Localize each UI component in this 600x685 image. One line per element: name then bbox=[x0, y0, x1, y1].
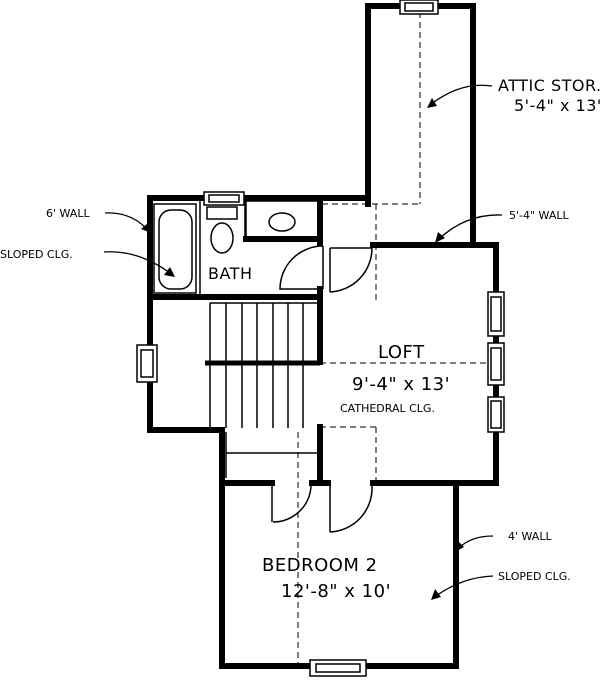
bedroom-dimensions: 12'-8" x 10' bbox=[281, 581, 391, 602]
annotation-arrows bbox=[103, 84, 503, 600]
loft-label: LOFT bbox=[378, 342, 425, 363]
vanity-sink bbox=[245, 200, 319, 238]
attic-title: ATTIC STOR. bbox=[498, 76, 600, 95]
wall-6-label: 6' WALL bbox=[46, 207, 90, 220]
loft-dimensions: 9'-4" x 13' bbox=[352, 374, 450, 395]
attic-dimensions: 5'-4" x 13' bbox=[514, 96, 600, 115]
wall-5-4-label: 5'-4" WALL bbox=[509, 209, 569, 222]
doors bbox=[271, 245, 373, 533]
toilet bbox=[206, 206, 238, 254]
windows bbox=[136, 0, 505, 677]
bathtub bbox=[153, 203, 197, 294]
staircase bbox=[205, 302, 320, 478]
bath-label: BATH bbox=[208, 264, 252, 283]
cathedral-clg-label: CATHEDRAL CLG. bbox=[340, 402, 435, 415]
wall-4-label: 4' WALL bbox=[508, 530, 552, 543]
dashed-slope-lines bbox=[297, 12, 494, 666]
sloped-clg-bed-label: SLOPED CLG. bbox=[498, 570, 571, 583]
bedroom-label: BEDROOM 2 bbox=[262, 555, 378, 576]
sloped-clg-bath-label: SLOPED CLG. bbox=[0, 248, 73, 261]
